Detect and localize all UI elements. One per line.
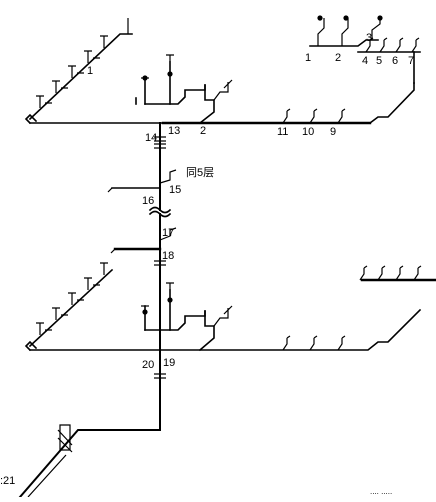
riser-2-dot <box>343 15 349 21</box>
lower-center-drop <box>198 310 215 352</box>
edge-left-label: :21 <box>0 475 15 487</box>
tap-7 <box>411 37 420 53</box>
upper-diag-tap-c <box>68 65 76 78</box>
node-label-2: 2 <box>335 52 341 64</box>
lower-center-mid-cap <box>166 282 174 290</box>
lower-right-tap-d <box>413 265 422 281</box>
node-label-17: 17 <box>162 227 174 239</box>
outlet-valve-hatch <box>57 429 73 453</box>
node-label-3: 3 <box>366 32 372 44</box>
lower-right-tap-c <box>395 265 404 281</box>
lower-diag-ticks <box>45 284 100 331</box>
lower-diag-tap-e <box>100 262 108 275</box>
lower-diag-tap-d <box>84 277 92 290</box>
node-labels: 1 2 3 4 5 6 7 1 2 11 10 9 14 13 同5层 15 1… <box>0 32 414 496</box>
lower-diagonal-branch <box>28 268 114 348</box>
node-label-16: 16 <box>142 195 154 207</box>
riser-3-dot <box>377 15 383 21</box>
upper-tap-11 <box>282 108 291 124</box>
branch-15-tap <box>159 169 177 184</box>
upper-right-rise <box>368 82 415 125</box>
node-label-20: 20 <box>142 359 154 371</box>
same-floor-note: 同5层 <box>186 166 214 179</box>
lower-diag-tap-a <box>36 322 44 335</box>
tap-5 <box>379 37 388 53</box>
outlet-pipe <box>18 429 161 499</box>
node-label-15: 15 <box>169 184 181 196</box>
stack-sleeve-2 <box>154 373 166 379</box>
node-label-1: 1 <box>305 52 311 64</box>
node-label-11: 11 <box>277 126 288 138</box>
upper-diagonal-branch <box>28 33 133 121</box>
node-label-6: 6 <box>392 55 398 67</box>
branch-16-end <box>107 187 113 193</box>
outlet-wall-line <box>27 454 67 498</box>
node-label-13: 13 <box>168 125 180 137</box>
lower-right-tap-a <box>359 265 368 281</box>
fixture-branches <box>27 15 422 498</box>
upper-center-basin-pipe <box>144 84 206 105</box>
upper-diag-tap-b <box>52 80 60 93</box>
stack-sleeve-1 <box>154 260 166 266</box>
lower-main-pipe <box>29 308 422 351</box>
upper-tap-9 <box>337 108 346 124</box>
upper-center-mid-dot <box>167 71 173 77</box>
node-label-1b: 1 <box>87 65 93 77</box>
node-label-2b: 2 <box>200 125 206 137</box>
upper-diag-tap-a <box>36 95 44 108</box>
node-label-7: 7 <box>408 55 414 67</box>
upper-diag-tap-d <box>84 50 92 63</box>
corner-note: .... ..... <box>370 487 392 496</box>
stack-sleeve-0 <box>154 136 166 142</box>
upper-left-end-mark <box>24 113 38 125</box>
node-label-4: 4 <box>362 55 368 67</box>
lower-tap-a <box>282 335 291 351</box>
lower-center-tap-flag <box>223 305 233 315</box>
node-label-10: 10 <box>302 126 314 138</box>
lower-tap-b <box>309 335 318 351</box>
tap-4 <box>365 37 374 53</box>
node-label-5: 5 <box>376 55 382 67</box>
lower-center-basin-pipe <box>144 310 206 331</box>
upper-tap-10 <box>309 108 318 124</box>
upper-center-tap <box>213 82 229 101</box>
riser-1 <box>317 18 325 46</box>
lower-right-tap-b <box>377 265 386 281</box>
riser-2 <box>341 18 349 46</box>
lower-center-tap <box>213 308 229 327</box>
upper-diag-tap-e <box>100 35 108 48</box>
lower-center-mid-dot <box>167 297 173 303</box>
lower-diag-tap-b <box>52 307 60 320</box>
node-label-9: 9 <box>330 126 336 138</box>
stack-sleeve-top <box>154 143 166 149</box>
branch-17-tap <box>159 227 177 241</box>
riser-1-dot <box>317 15 323 21</box>
lower-center-left-dot <box>142 309 148 315</box>
node-label-19: 19 <box>163 357 175 369</box>
lower-left-end-mark <box>24 340 38 352</box>
branch-18-end <box>110 248 116 254</box>
upper-center-mid-cap <box>166 54 174 62</box>
lower-tap-c <box>337 335 346 351</box>
upper-diag-ticks <box>45 57 100 104</box>
upper-center-tap-flag <box>223 79 233 89</box>
tap-6 <box>395 37 404 53</box>
pipe-network <box>18 33 436 499</box>
lower-diag-tap-c <box>68 292 76 305</box>
node-label-14: 14 <box>145 132 157 144</box>
node-label-18: 18 <box>162 250 174 262</box>
